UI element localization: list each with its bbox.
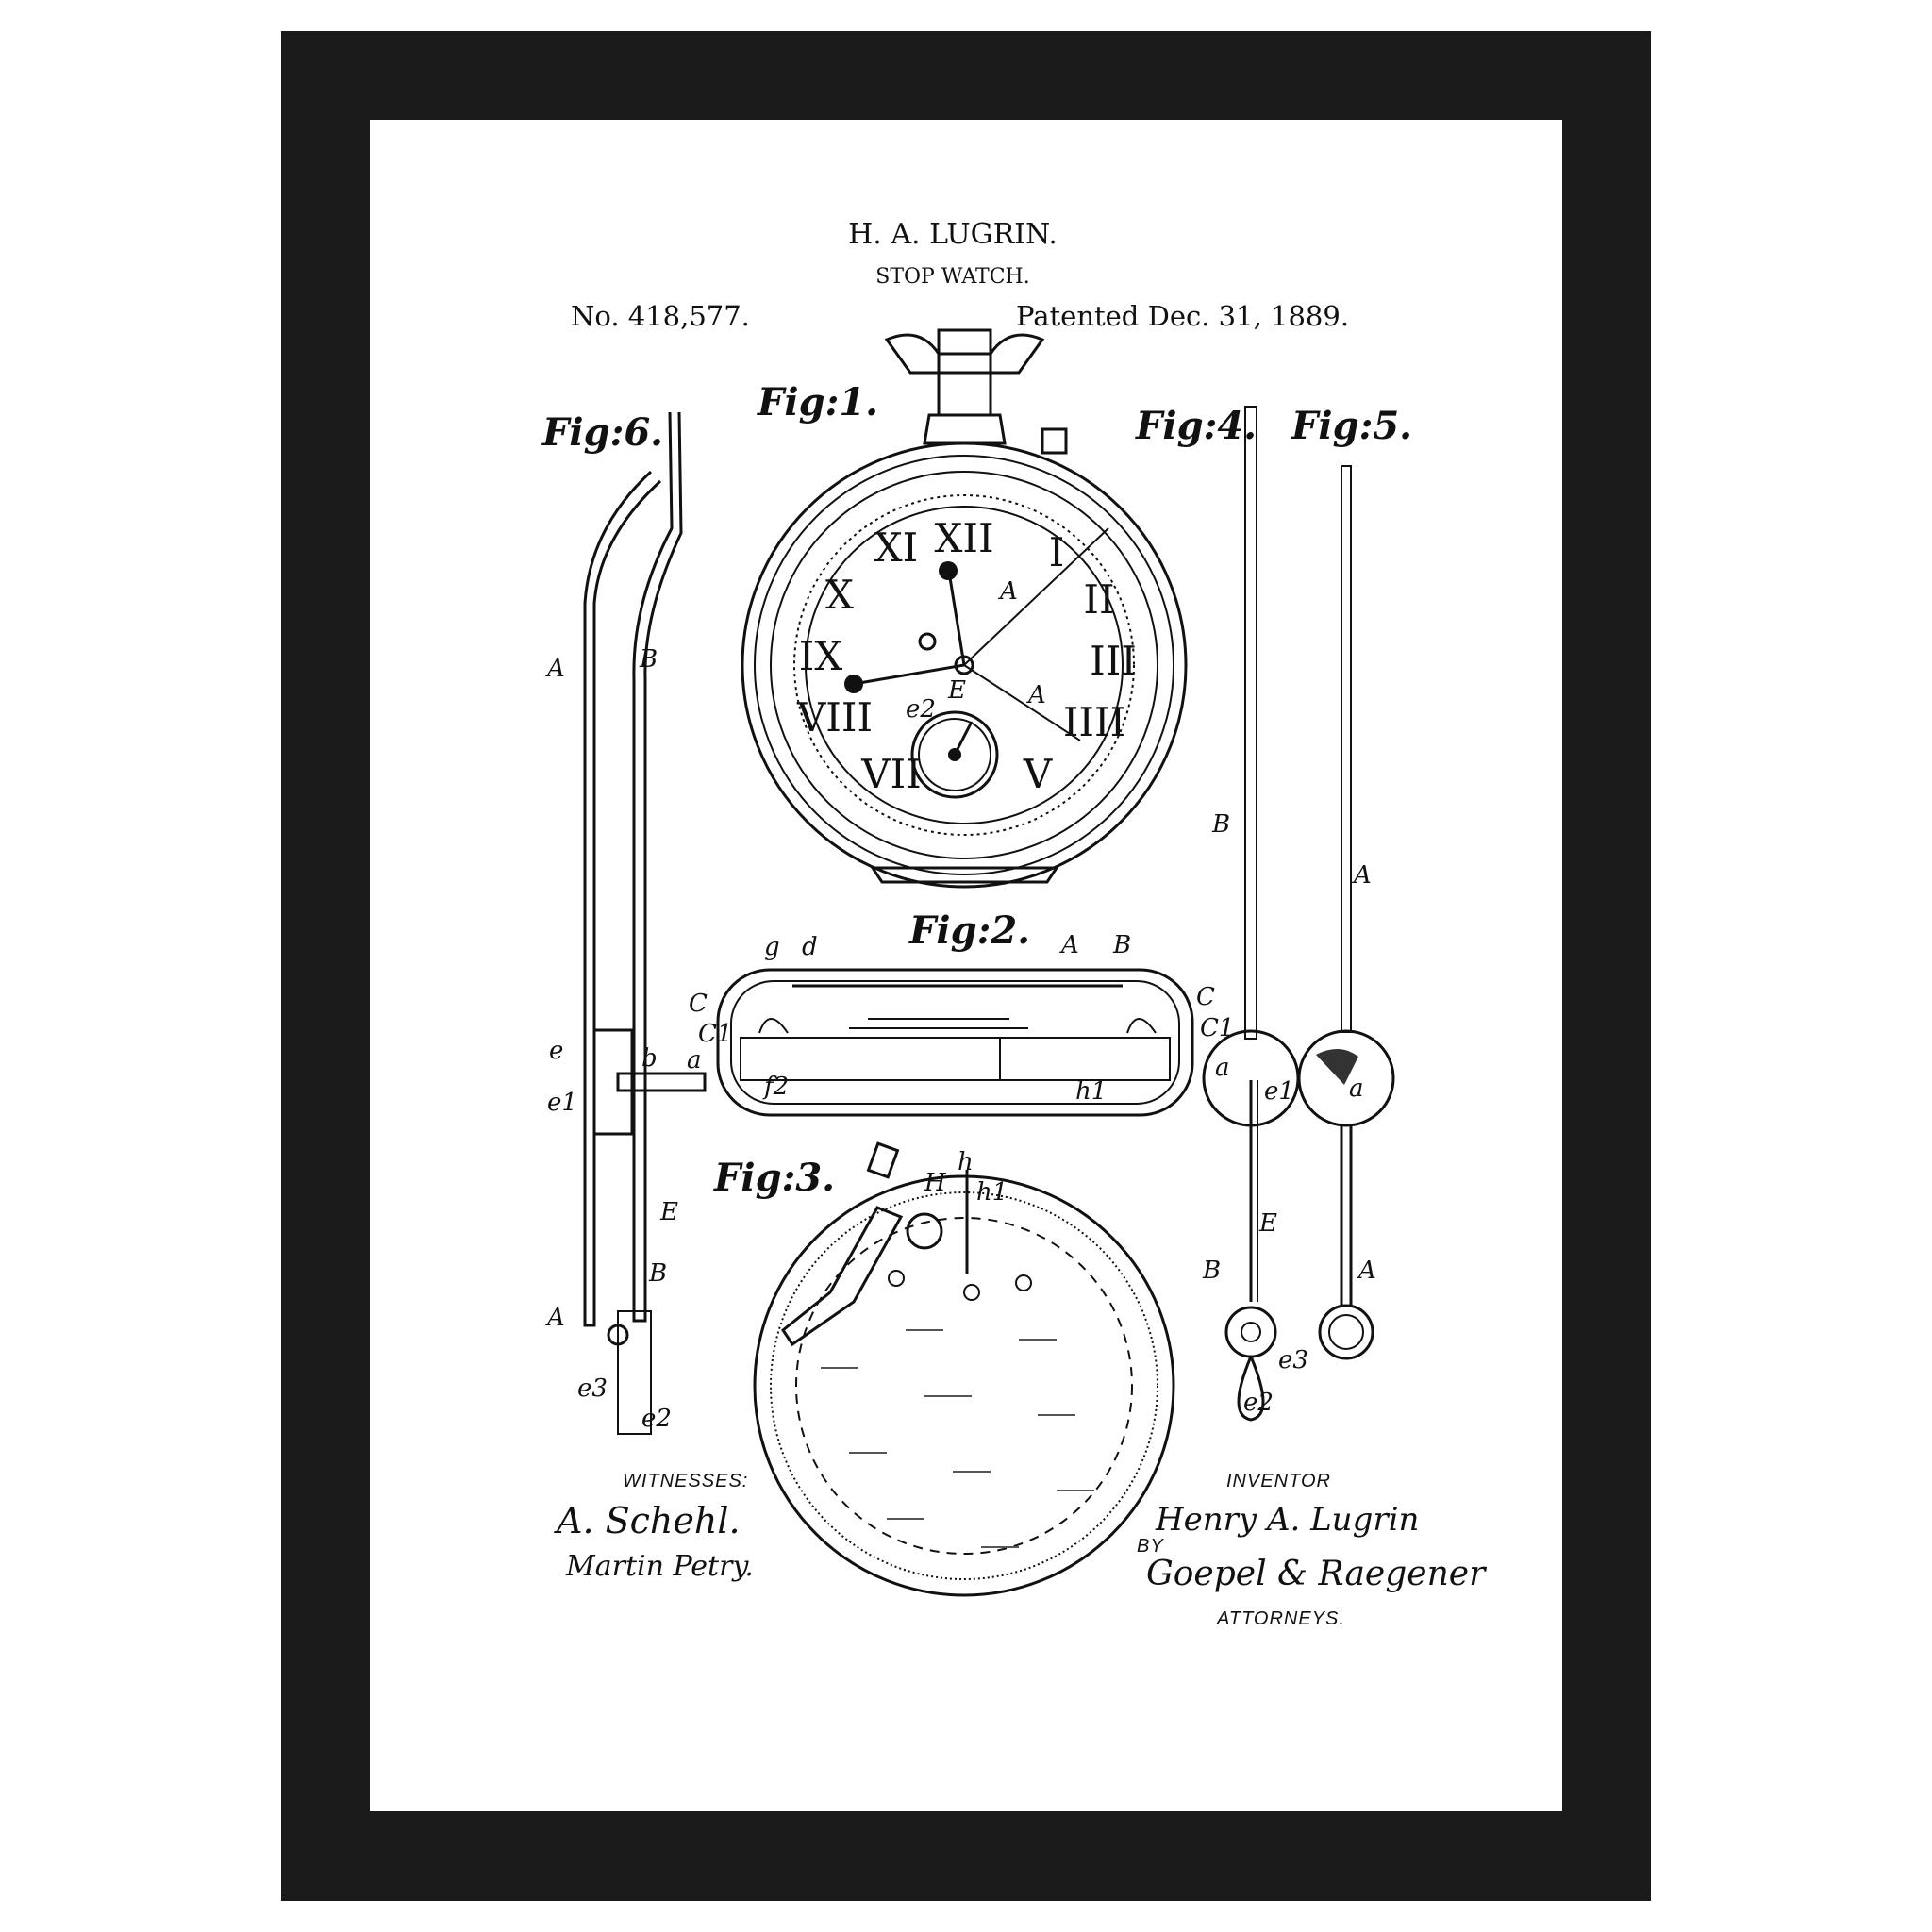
svg-text:VIII: VIII	[796, 694, 873, 741]
part-label: A	[1357, 1257, 1376, 1285]
svg-text:IX: IX	[799, 633, 843, 679]
part-label: B	[639, 645, 658, 674]
part-label: e1	[1264, 1077, 1294, 1106]
svg-text:XII: XII	[934, 515, 993, 561]
svg-text:V: V	[1023, 751, 1053, 797]
part-label: A	[998, 577, 1018, 606]
attorneys-label: ATTORNEYS.	[1216, 1608, 1345, 1629]
part-label: E	[659, 1198, 678, 1226]
svg-text:II: II	[1083, 576, 1114, 623]
svg-text:VII: VII	[860, 751, 922, 797]
attorney-signature: Goepel & Raegener	[1146, 1555, 1487, 1593]
fig1-label: Fig:1.	[757, 380, 878, 425]
part-label: A	[545, 655, 565, 683]
part-label: e2	[641, 1405, 672, 1433]
part-label: e	[549, 1037, 563, 1065]
by-label: BY	[1137, 1536, 1164, 1557]
part-label: A	[1026, 681, 1046, 709]
fig2-label: Fig:2.	[908, 908, 1030, 953]
part-label: B	[1112, 931, 1131, 959]
part-label: A	[1059, 931, 1079, 959]
witnesses-label: WITNESSES:	[623, 1471, 748, 1491]
fig4-label: Fig:4.	[1135, 404, 1257, 448]
part-label: A	[1352, 861, 1372, 890]
part-label: B	[1211, 810, 1230, 839]
fig5-label: Fig:5.	[1291, 404, 1412, 448]
fig6-label: Fig:6.	[541, 410, 663, 455]
part-label: e2	[1243, 1389, 1274, 1417]
part-label: C	[689, 990, 708, 1018]
patent-title: STOP WATCH.	[875, 265, 1029, 289]
fig3-back-drawing	[753, 1141, 1175, 1597]
witness-signature-1: A. Schehl.	[554, 1500, 741, 1541]
part-label: C1	[698, 1020, 732, 1048]
fig2-section-drawing	[716, 968, 1194, 1117]
part-label: b	[641, 1044, 658, 1073]
inventor-signature: Henry A. Lugrin	[1155, 1501, 1419, 1539]
svg-text:III: III	[1090, 638, 1137, 684]
inventor-label: INVENTOR	[1226, 1471, 1331, 1491]
part-label: a	[687, 1046, 702, 1074]
svg-text:X: X	[825, 572, 854, 618]
part-label: H	[924, 1169, 947, 1197]
part-label: B	[1202, 1257, 1221, 1285]
part-label: h	[958, 1148, 974, 1176]
part-label: e3	[577, 1374, 608, 1403]
part-label: g	[764, 933, 780, 961]
part-label: C	[1196, 983, 1215, 1011]
part-label: e3	[1278, 1346, 1308, 1374]
part-label: a	[1349, 1074, 1364, 1103]
svg-text:I: I	[1049, 529, 1065, 575]
print-paper	[370, 120, 1562, 1811]
fig4-hand-drawing	[1202, 406, 1300, 1422]
part-label: h1	[1075, 1077, 1107, 1106]
witness-signature-2: Martin Petry.	[565, 1550, 754, 1583]
part-label: e1	[547, 1089, 577, 1117]
part-label: f2	[762, 1073, 789, 1101]
patent-number: No. 418,577.	[571, 300, 750, 332]
part-label: h1	[976, 1178, 1008, 1207]
svg-text:XI: XI	[874, 525, 919, 571]
part-label: E	[947, 676, 966, 705]
part-labels: A A E e2 A B d g C C1 C C1 f2 h1 h H h1 …	[545, 577, 1376, 1433]
part-label: a	[1215, 1054, 1230, 1082]
fig5-hand-drawing	[1297, 465, 1395, 1360]
part-label: A	[545, 1304, 565, 1332]
part-label: e2	[906, 695, 936, 724]
svg-text:IIII: IIII	[1063, 699, 1125, 745]
inventor-heading: H. A. LUGRIN.	[848, 218, 1058, 251]
part-label: E	[1258, 1209, 1277, 1238]
patent-date: Patented Dec. 31, 1889.	[1016, 300, 1349, 332]
fig3-label: Fig:3.	[713, 1156, 835, 1200]
part-label: C1	[1200, 1014, 1234, 1042]
part-label: B	[648, 1259, 667, 1288]
fig6-side-drawing	[583, 411, 707, 1435]
part-label: d	[802, 933, 818, 961]
